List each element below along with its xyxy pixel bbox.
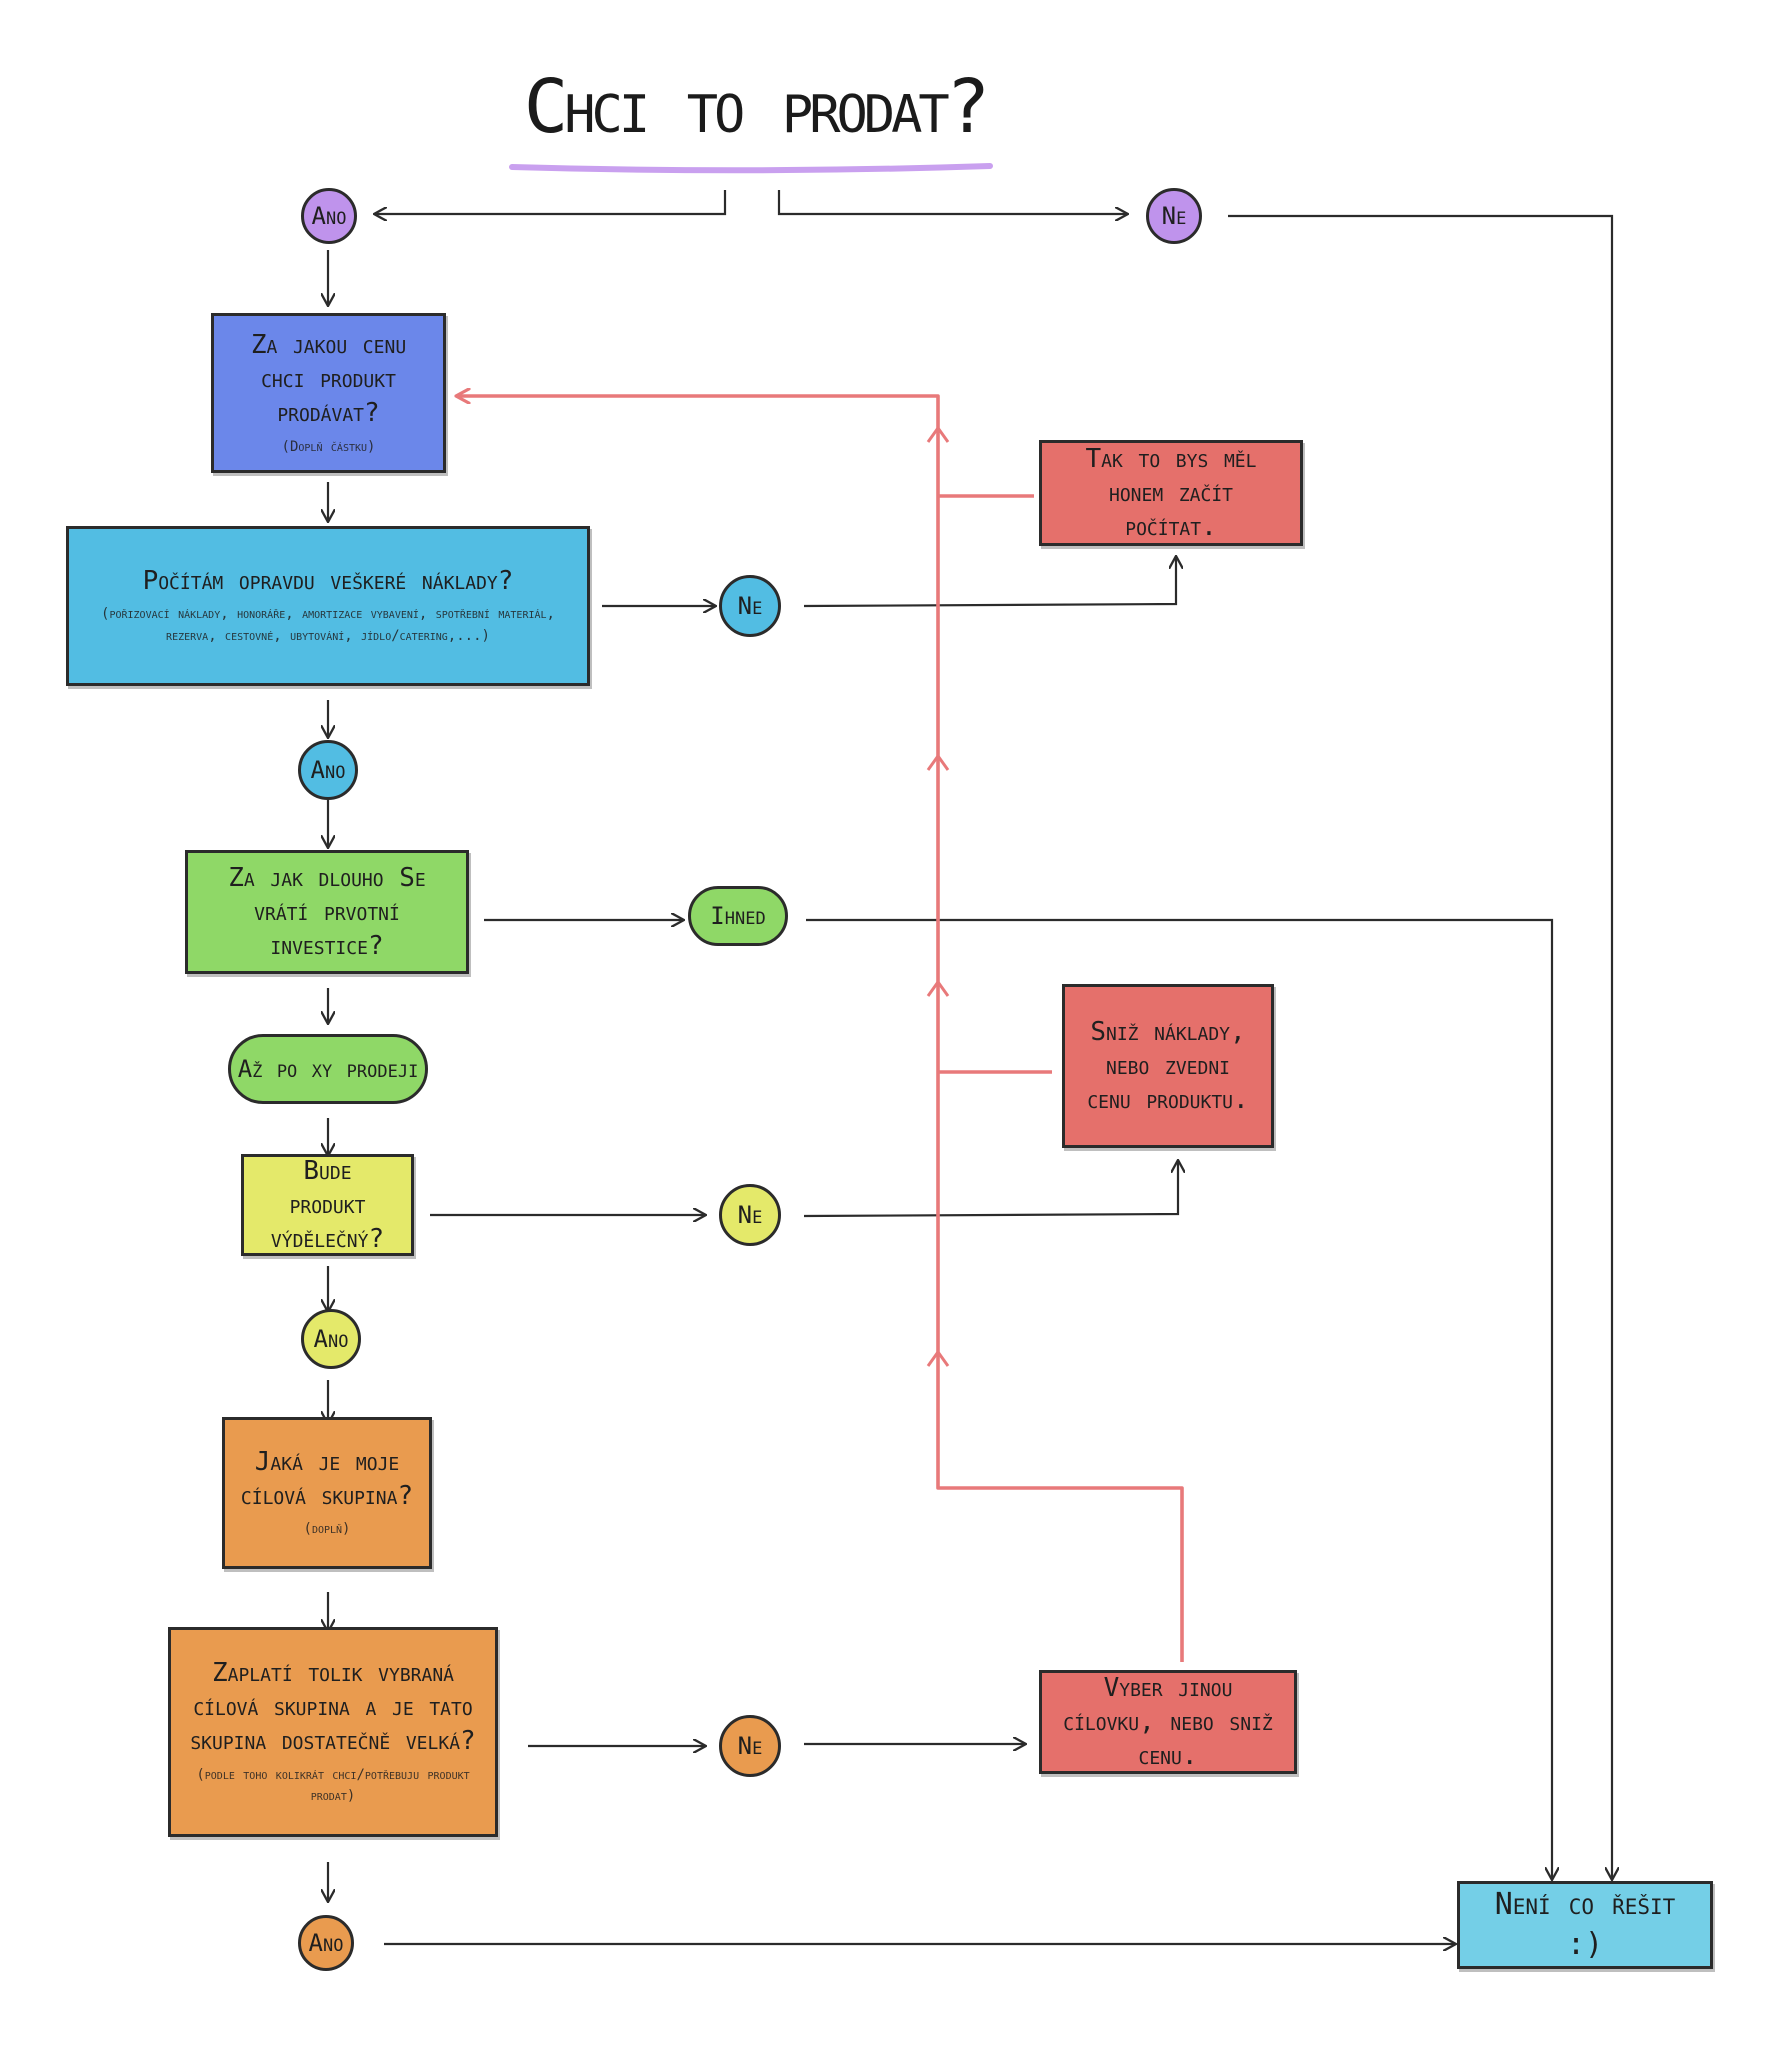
node-pay: Zaplatí tolik vybraná cílová skupina a j… bbox=[168, 1627, 498, 1837]
node-price-label: Za jakou cenu chci produkt prodávat? bbox=[250, 329, 407, 429]
node-reduce-costs: Sniž náklady, nebo zvedni cenu produktu. bbox=[1062, 984, 1274, 1148]
node-return-label: Za jak dlouho Se vrátí prvotní investice… bbox=[228, 862, 426, 962]
connector-ne-final bbox=[1228, 214, 1612, 1880]
answer-ihned: Ihned bbox=[688, 886, 788, 946]
answer-after-sales: Až po xy prodeji bbox=[228, 1034, 428, 1104]
node-reduce-costs-label: Sniž náklady, nebo zvedni cenu produktu. bbox=[1087, 1016, 1249, 1116]
feedback-main bbox=[456, 396, 1184, 1662]
connector-ne3-reduce bbox=[803, 1160, 1178, 1218]
title-underline bbox=[509, 163, 993, 174]
connector-title-ano bbox=[374, 190, 727, 214]
answer-ano-2-label: Ano bbox=[310, 756, 346, 784]
node-target-label: Jaká je moje cílová skupina? bbox=[240, 1446, 414, 1512]
node-price-note: (Doplň částku) bbox=[281, 438, 376, 455]
node-profitable: Bude produkt výdělečný? bbox=[241, 1154, 414, 1256]
node-target-note: (doplň) bbox=[303, 1521, 351, 1538]
node-profitable-label: Bude produkt výdělečný? bbox=[270, 1155, 385, 1255]
answer-ne-1: Ne bbox=[1146, 188, 1202, 244]
connector-ihned-final bbox=[806, 918, 1552, 1880]
node-costs: Počítám opravdu veškeré náklady? (pořizo… bbox=[66, 526, 590, 686]
page-title: Chci to prodat? bbox=[523, 64, 991, 150]
node-start-counting: Tak to bys měl honem začít počítat. bbox=[1039, 440, 1303, 546]
connector-ne2-start bbox=[803, 556, 1176, 608]
answer-ne-3-label: Ne bbox=[737, 1201, 763, 1229]
node-costs-label: Počítám opravdu veškeré náklady? bbox=[142, 566, 514, 597]
node-choose-other-label: Vyber jinou cílovku, nebo sniž cenu. bbox=[1063, 1672, 1273, 1772]
node-costs-note: (pořizovací náklady, honoráře, amortizac… bbox=[101, 606, 555, 645]
answer-ano-3-label: Ano bbox=[313, 1325, 349, 1353]
node-choose-other: Vyber jinou cílovku, nebo sniž cenu. bbox=[1039, 1670, 1297, 1774]
node-pay-label: Zaplatí tolik vybraná cílová skupina a j… bbox=[190, 1657, 476, 1757]
answer-ne-1-label: Ne bbox=[1161, 202, 1187, 230]
answer-ne-4: Ne bbox=[719, 1715, 781, 1777]
answer-ne-4-label: Ne bbox=[737, 1732, 763, 1760]
answer-after-sales-label: Až po xy prodeji bbox=[237, 1055, 419, 1083]
answer-ano-3: Ano bbox=[301, 1309, 361, 1369]
answer-ne-3: Ne bbox=[719, 1184, 781, 1246]
node-pay-note: (podle toho kolikrát chci/potřebuju prod… bbox=[196, 1766, 470, 1805]
feedback-arrowhead-3 bbox=[926, 980, 950, 997]
node-final: Není co řešit :) bbox=[1457, 1881, 1713, 1969]
feedback-arrowhead-1 bbox=[926, 426, 950, 443]
node-target: Jaká je moje cílová skupina? (doplň) bbox=[222, 1417, 432, 1569]
node-price: Za jakou cenu chci produkt prodávat? (Do… bbox=[211, 313, 446, 473]
feedback-arrowhead-2 bbox=[926, 754, 950, 771]
feedback-arrowhead-4 bbox=[926, 1350, 950, 1367]
answer-ano-4: Ano bbox=[298, 1915, 354, 1971]
node-final-label: Není co řešit :) bbox=[1494, 1887, 1676, 1962]
answer-ano-1: Ano bbox=[301, 188, 357, 244]
answer-ne-2-label: Ne bbox=[737, 592, 763, 620]
answer-ano-1-label: Ano bbox=[311, 202, 347, 230]
node-start-counting-label: Tak to bys měl honem začít počítat. bbox=[1085, 443, 1257, 543]
connector-title-ne bbox=[777, 190, 1128, 214]
node-return: Za jak dlouho Se vrátí prvotní investice… bbox=[185, 850, 469, 974]
answer-ano-2: Ano bbox=[298, 740, 358, 800]
answer-ihned-label: Ihned bbox=[710, 902, 766, 930]
answer-ano-4-label: Ano bbox=[308, 1929, 344, 1957]
answer-ne-2: Ne bbox=[719, 575, 781, 637]
